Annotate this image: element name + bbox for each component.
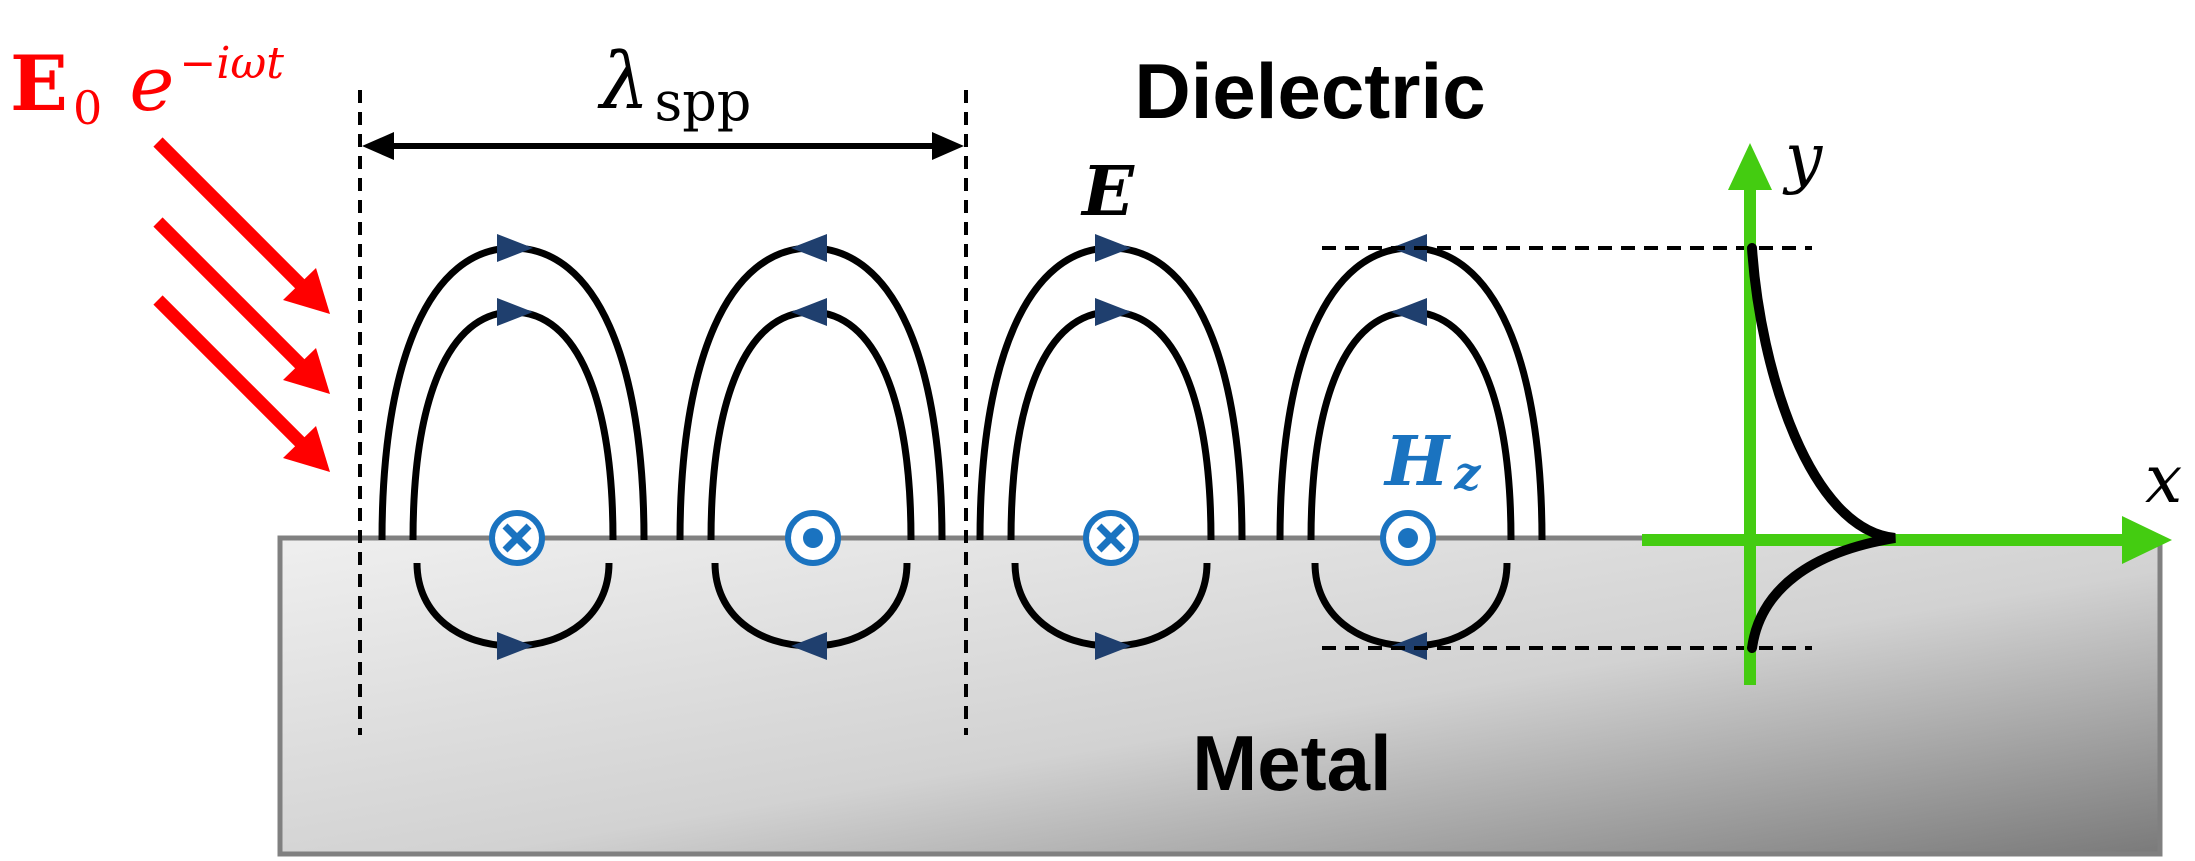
field-out-of-page-icon	[1380, 510, 1436, 566]
wavelength-marker: λ spp	[358, 37, 968, 735]
field-line-inner-1	[409, 308, 617, 541]
arrowhead-right-icon	[497, 632, 533, 660]
arrowhead-right-icon	[1095, 234, 1131, 262]
incident-arrow-2	[153, 217, 330, 394]
metal-label: Metal	[1192, 719, 1391, 807]
incident-phase-base: e	[129, 39, 174, 128]
arrowhead-left-icon	[791, 234, 827, 262]
magnetic-field-label: H z	[1383, 422, 1481, 502]
y-axis-arrow-icon	[1728, 143, 1772, 190]
metal-slab	[277, 535, 2163, 857]
incident-arrow-1	[153, 137, 330, 314]
coordinate-axes: x y	[1642, 119, 2182, 685]
wavelength-subscript: spp	[655, 70, 752, 133]
y-axis-label: y	[1782, 119, 1823, 196]
wavelength-symbol: λ	[597, 37, 649, 127]
arrowhead-left-icon	[1391, 298, 1427, 326]
incident-field-label: E 0 e −iωt	[10, 38, 284, 135]
field-arrowheads	[497, 234, 1427, 660]
arrowhead-left-icon	[1391, 234, 1427, 262]
dielectric-label: Dielectric	[1134, 47, 1485, 135]
field-line-inner-2	[707, 308, 915, 541]
incident-field-symbol: E	[10, 39, 68, 128]
arrowhead-right-icon	[1095, 632, 1131, 660]
wavelength-arrow-right-head	[932, 132, 964, 160]
field-line-outer-2	[676, 244, 946, 541]
field-into-page-icon	[489, 510, 545, 566]
electric-field-label: E	[1080, 152, 1135, 232]
arrowhead-left-icon	[1391, 632, 1427, 660]
x-axis-arrow-icon	[2122, 516, 2172, 564]
field-line-inner-3	[1007, 308, 1215, 541]
field-line-outer-3	[976, 244, 1246, 541]
field-line-outer-1	[378, 244, 648, 541]
incident-arrows	[153, 137, 330, 472]
field-out-of-page-icon	[785, 510, 841, 566]
arrowhead-left-icon	[791, 298, 827, 326]
incident-phase-exponent: −iωt	[179, 38, 284, 89]
arrowhead-left-icon	[791, 632, 827, 660]
wavelength-arrow-left-head	[362, 132, 394, 160]
arrowhead-right-icon	[497, 298, 533, 326]
incident-field-subscript: 0	[73, 81, 102, 135]
incident-arrow-3	[153, 295, 330, 472]
x-axis-label: x	[2145, 441, 2182, 518]
field-into-page-icon	[1083, 510, 1139, 566]
arrowhead-right-icon	[497, 234, 533, 262]
arrowhead-right-icon	[1095, 298, 1131, 326]
magnetic-field-symbol: H	[1383, 422, 1452, 502]
magnetic-field-subscript: z	[1453, 446, 1481, 500]
magnetic-field-markers	[489, 510, 1436, 566]
field-decay-profile	[1747, 243, 1896, 653]
wavelength-label: λ spp	[597, 37, 751, 133]
